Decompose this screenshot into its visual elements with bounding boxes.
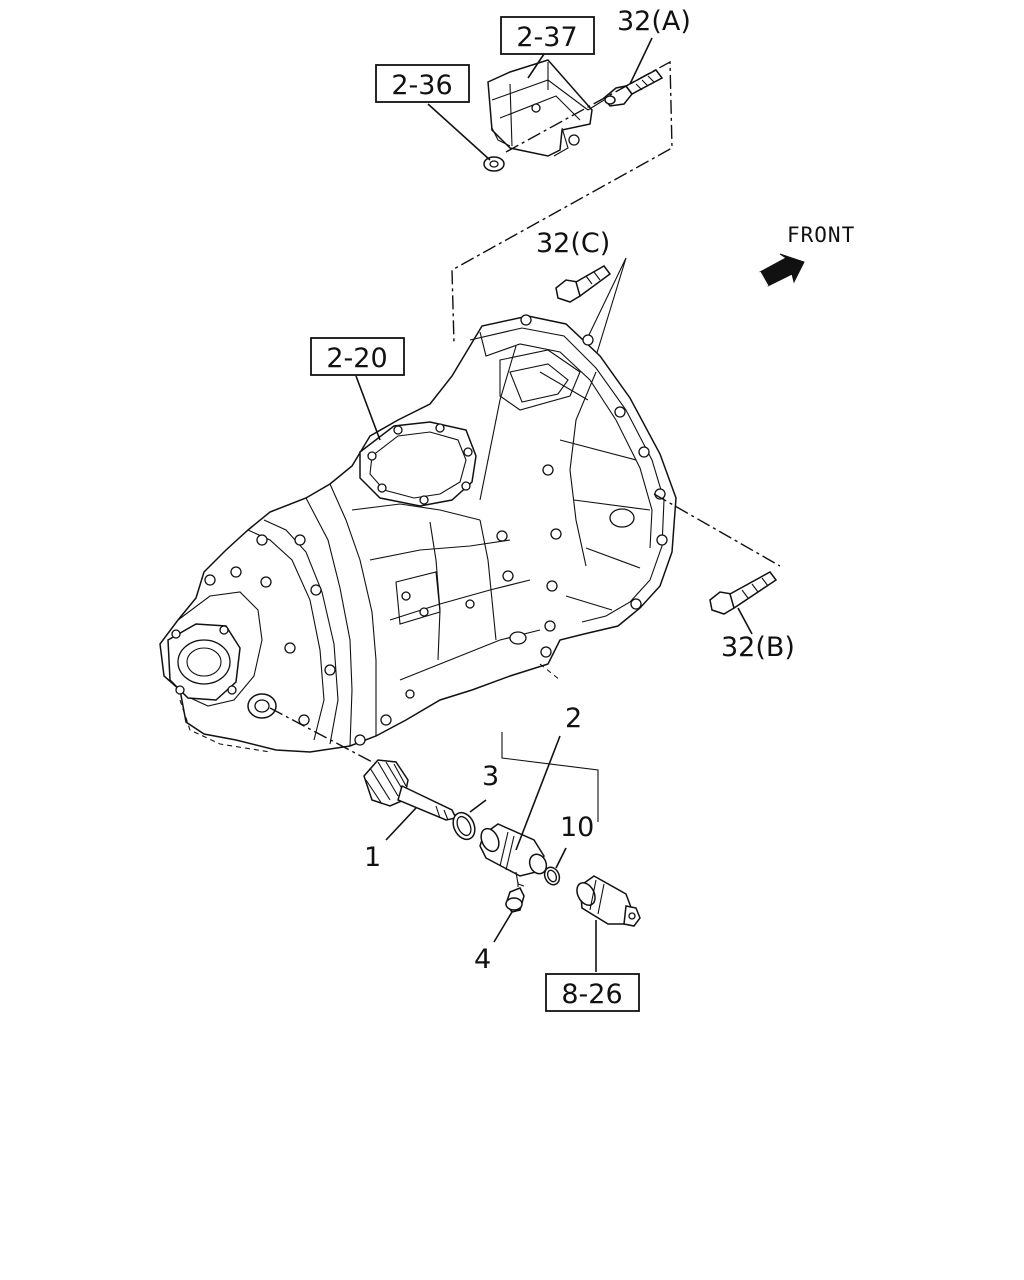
leader-4 [493, 911, 513, 943]
leader-10 [555, 847, 567, 869]
ref-8-26-label: 8-26 [561, 979, 622, 1010]
leader-2-36 [427, 103, 491, 161]
part-label-1: 1 [364, 842, 381, 873]
ref-box-2-37[interactable]: 2-37 [500, 16, 595, 55]
transmission-housing [159, 314, 677, 753]
part-label-2: 2 [565, 703, 582, 734]
leader-2-20 [355, 375, 381, 441]
leader-2 [515, 735, 561, 851]
ref-2-20-label: 2-20 [326, 343, 387, 374]
mounting-bracket [487, 59, 593, 157]
part-label-32c: 32(C) [536, 228, 610, 259]
assembly-guide-line-32b [653, 493, 781, 567]
driven-gear [363, 759, 458, 821]
bolt-32c [555, 265, 612, 303]
part-label-32a: 32(A) [617, 6, 691, 37]
flange-nut [483, 156, 505, 172]
bolt-32b [709, 571, 778, 615]
ref-box-2-20[interactable]: 2-20 [310, 337, 405, 376]
lock-bolt [505, 882, 525, 913]
ref-box-8-26[interactable]: 8-26 [545, 973, 640, 1012]
part-label-10: 10 [560, 812, 594, 843]
o-ring [452, 811, 476, 841]
oil-seal [543, 866, 561, 886]
driven-gear-sleeve [479, 823, 548, 887]
front-label: FRONT [787, 223, 855, 247]
bolt-32a [602, 69, 664, 107]
leader-1 [385, 807, 417, 841]
ref-2-37-label: 2-37 [516, 22, 577, 53]
bracket-2-group [501, 732, 599, 822]
part-label-4: 4 [474, 944, 491, 975]
leader-3 [469, 799, 487, 813]
front-arrow-icon [759, 253, 805, 287]
part-label-32b: 32(B) [721, 632, 795, 663]
leader-32c [573, 257, 627, 367]
assembly-guide-line-gear [269, 707, 377, 765]
leader-2-37 [527, 53, 545, 79]
ref-2-36-label: 2-36 [391, 70, 452, 101]
speed-sensor [576, 875, 641, 927]
part-label-3: 3 [482, 761, 499, 792]
leader-32a [629, 37, 653, 85]
leader-32b [737, 607, 753, 635]
ref-box-2-36[interactable]: 2-36 [375, 64, 470, 103]
